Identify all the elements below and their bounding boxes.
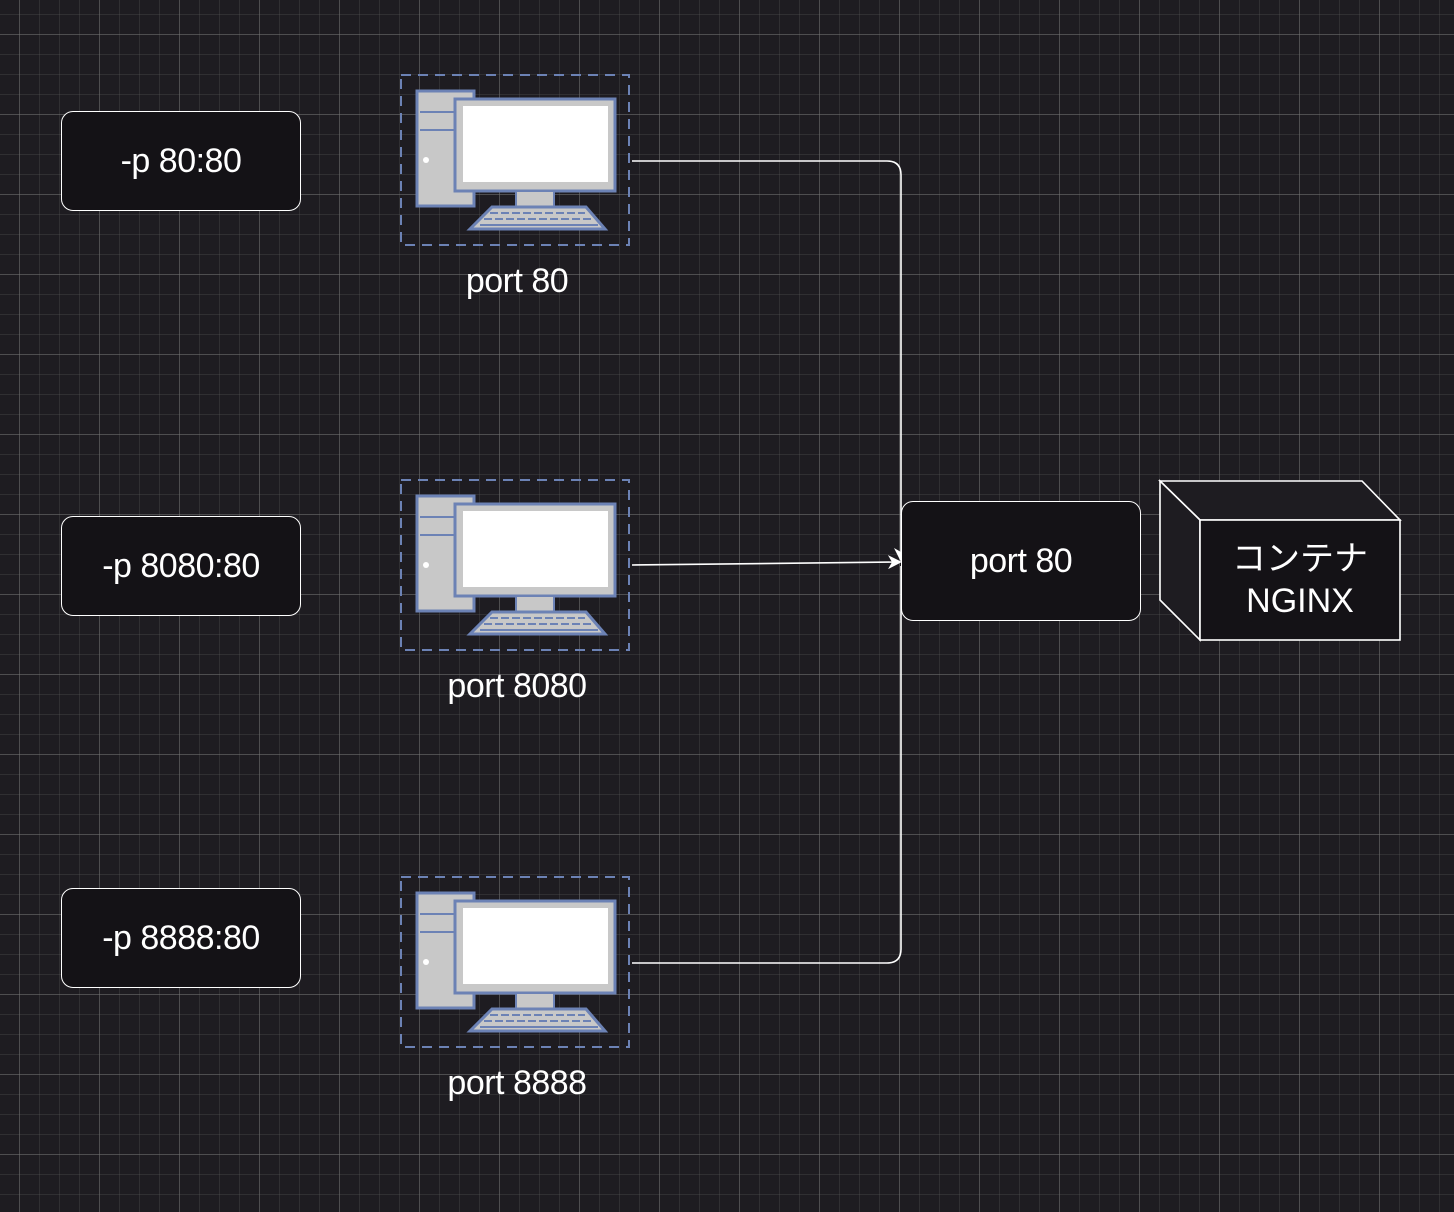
mapping-label: -p 80:80 [120,141,242,180]
computer-icon[interactable] [400,876,630,1048]
mapping-label: -p 8080:80 [102,546,260,585]
container-port-box[interactable]: port 80 [901,501,1141,621]
container-title: コンテナ [1232,540,1368,578]
container-cube-icon [1158,479,1402,642]
connector-port8888 [632,566,902,964]
mapping-box-80[interactable]: -p 80:80 [61,111,301,211]
mapping-label: -p 8888:80 [102,918,260,957]
host-port-label: port 80 [465,262,569,300]
mapping-box-8888[interactable]: -p 8888:80 [61,888,301,988]
mapping-box-8080[interactable]: -p 8080:80 [61,516,301,616]
host-port-label: port 8888 [447,1064,587,1102]
connector-port8080 [631,555,902,570]
host-port-label: port 8080 [447,667,587,705]
container-port-label: port 80 [969,541,1073,580]
container-node[interactable]: コンテナ NGINX [1200,520,1400,640]
container-name: NGINX [1246,582,1354,620]
connector-port80 [632,160,908,562]
computer-icon[interactable] [400,74,630,246]
computer-icon[interactable] [400,479,630,651]
